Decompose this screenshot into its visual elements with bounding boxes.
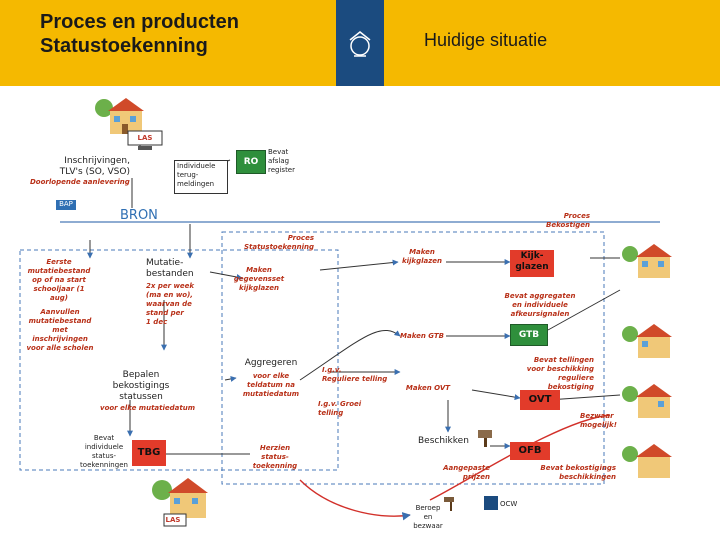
individuele-terugmeldingen: Individuele terug- meldingen (174, 160, 228, 194)
school-house-illustration (620, 378, 678, 422)
mutatiebestanden-label: Mutatie- bestanden (146, 258, 206, 280)
voor-elke-teldatum-label: voor elke teldatum na mutatiedatum (232, 372, 310, 399)
bron-label: BRON (120, 208, 158, 223)
school-house-illustration (620, 318, 678, 362)
kijkglazen-box: Kijk- glazen (510, 250, 554, 277)
bevat-aggregaten-label: Bevat aggregaten en individuele afkeursi… (500, 292, 580, 319)
eerste-mutatiebestand-label: Eerste mutatiebestand op of na start sch… (24, 258, 94, 303)
maken-ovt-label: Maken OVT (400, 384, 456, 393)
gtb-box: GTB (510, 324, 548, 346)
maken-gtb-label: Maken GTB (394, 332, 450, 341)
bevat-individuele-label: Bevat individuele status- toekenningen (80, 434, 128, 470)
ocw-label: OCW (500, 500, 517, 509)
bepalen-label: Bepalen bekostigings statussen (100, 370, 182, 403)
aanvullen-label: Aanvullen mutatiebestand met inschrijvin… (20, 308, 100, 353)
judge-gavel-icon (474, 428, 496, 448)
school-house-illustration (620, 438, 678, 482)
maken-gegevensset-label: Maken gegevensset kijkglazen (224, 266, 294, 293)
bap-badge: BAP (56, 200, 76, 210)
inschrijvingen-label: Inschrijvingen, TLV's (SO, VSO) (38, 156, 130, 178)
voor-elke-mutatiedatum-label: voor elke mutatiedatum (100, 404, 200, 413)
aggregeren-label: Aggregeren (232, 358, 310, 369)
ovt-box: OVT (520, 390, 560, 410)
ofb-box: OFB (510, 442, 550, 460)
las-bottom-label: LAS (160, 516, 186, 525)
bezwaar-mogelijk-label: Bezwaar mogelijk! (580, 412, 628, 430)
proces-bekostigen-label: Proces Bekostigen (530, 212, 590, 230)
herzien-label: Herzien status- toekenning (250, 444, 300, 471)
igv-groei-label: I.g.v. Groei telling (318, 400, 384, 418)
tbg-box: TBG (132, 440, 166, 466)
maken-kijkglazen-label: Maken kijkglazen (394, 248, 450, 266)
beroep-bezwaar-label: Beroep en bezwaar (408, 504, 448, 531)
per-week-label: 2x per week (ma en wo), waarvan de stand… (146, 282, 206, 327)
proces-statustoekenning-label: Proces Statustoekenning (234, 234, 314, 252)
school-house-illustration (620, 238, 678, 282)
bevat-tellingen-label: Bevat tellingen voor beschikking regulie… (510, 356, 594, 392)
las-top-label: LAS (134, 134, 156, 143)
bevat-afslag-label: Bevat afslag register (268, 148, 308, 175)
doorlopende-label: Doorlopende aanlevering (30, 178, 140, 187)
aangepaste-prijzen-label: Aangepaste prijzen (430, 464, 490, 482)
ocw-logo-icon (484, 496, 498, 510)
igv-reguliere-label: I.g.v. Reguliere telling (322, 366, 394, 384)
ro-box: RO (236, 150, 266, 174)
bevat-bekostigings-label: Bevat bekostigings beschikkingen (530, 464, 616, 482)
